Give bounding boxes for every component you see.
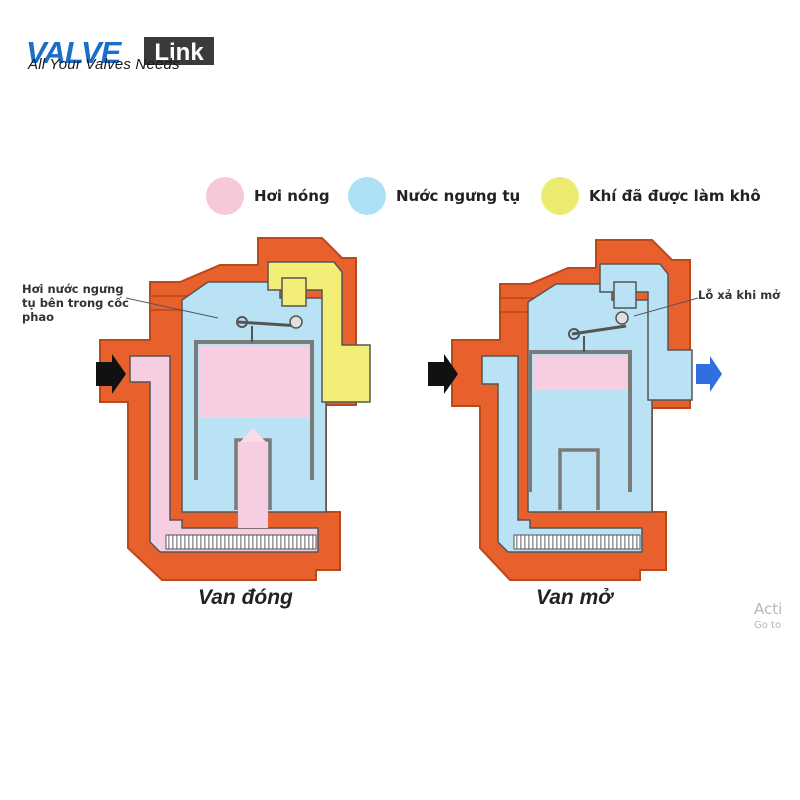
closed-trap-caption: Van đóng xyxy=(198,586,293,609)
closed-trap-strainer xyxy=(165,534,317,550)
legend-steam-swatch xyxy=(206,177,244,215)
closed-trap-inlet-channel xyxy=(129,355,319,553)
closed-trap-valve-ball xyxy=(289,315,303,329)
closed-trap-callout: Hơi nước ngưng tụ bên trong cốc phao xyxy=(22,282,129,324)
open-trap-lever xyxy=(571,324,627,336)
open-trap-callout-leader xyxy=(633,297,699,317)
open-trap-outlet-arrow-icon xyxy=(696,356,722,392)
brand-tagline: All Your Valves Needs xyxy=(28,56,180,73)
closed-trap-bucket xyxy=(194,340,314,480)
open-trap-strainer xyxy=(513,534,641,550)
closed-trap-valve-seat xyxy=(281,277,307,307)
watermark-line2: Go to xyxy=(754,620,782,631)
logo-badge xyxy=(144,37,214,65)
legend-dry-air-label: Khí đã được làm khô xyxy=(589,187,761,205)
open-trap-inlet-channel xyxy=(481,355,643,553)
open-trap-pivot xyxy=(568,328,580,340)
legend-condensate: Nước ngưng tụ xyxy=(348,176,520,216)
closed-trap-callout-leader xyxy=(125,297,219,319)
legend-dry-air-swatch xyxy=(541,177,579,215)
valvelink-logo: VALVE Link xyxy=(26,35,214,70)
open-trap-valve-seat xyxy=(613,281,637,309)
logo-badge-text: Link xyxy=(154,39,204,66)
closed-trap-standpipe-steam xyxy=(238,442,268,528)
open-trap-bucket-water xyxy=(533,390,627,492)
closed-trap xyxy=(96,237,371,581)
open-trap-standpipe xyxy=(558,448,600,510)
open-trap-inlet-arrow-icon xyxy=(428,354,458,394)
legend-dry-air: Khí đã được làm khô xyxy=(541,176,761,216)
open-trap-valve-ball xyxy=(615,311,629,325)
legend-condensate-label: Nước ngưng tụ xyxy=(396,187,521,205)
closed-trap-bucket-steam xyxy=(199,346,309,418)
legend-condensate-swatch xyxy=(348,177,386,215)
activation-watermark: Acti Go to xyxy=(754,600,782,631)
open-trap-caption: Van mở xyxy=(536,586,613,609)
legend-steam: Hơi nóng xyxy=(206,176,330,216)
open-trap-bucket-steam xyxy=(533,356,627,390)
open-trap xyxy=(428,239,722,581)
closed-trap-steam-puff xyxy=(240,428,266,442)
logo-text: VALVE xyxy=(26,35,123,70)
watermark-line1: Acti xyxy=(754,600,783,618)
closed-trap-lever xyxy=(237,320,301,328)
closed-trap-pivot xyxy=(236,316,248,328)
open-trap-bucket xyxy=(528,350,632,492)
open-trap-callout: Lỗ xả khi mở xyxy=(698,288,781,302)
closed-trap-inlet-arrow-icon xyxy=(96,354,126,394)
legend-steam-label: Hơi nóng xyxy=(254,187,330,205)
